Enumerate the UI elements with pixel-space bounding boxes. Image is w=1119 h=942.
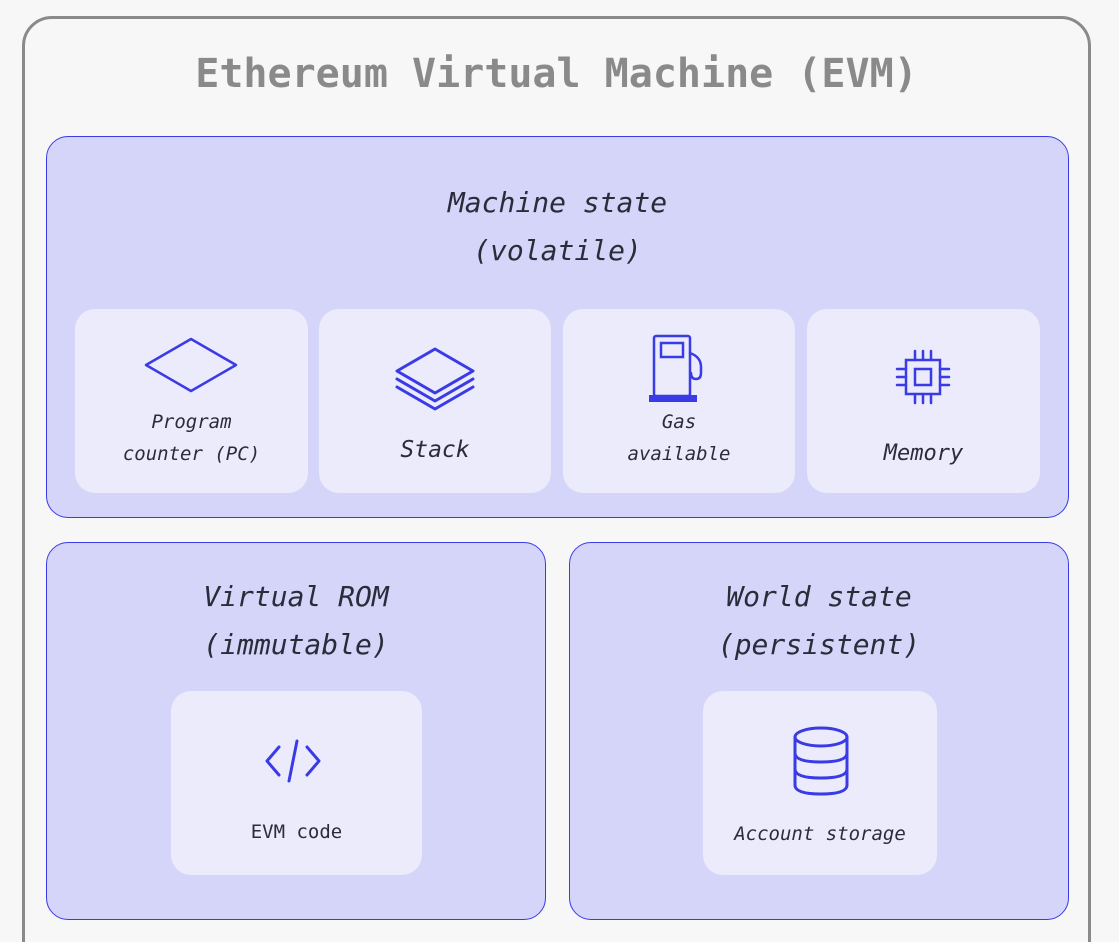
gas-label-line1: Gas bbox=[661, 411, 697, 433]
chip-icon bbox=[893, 347, 953, 407]
evm-code-label: EVM code bbox=[250, 821, 343, 843]
account-storage-label: Account storage bbox=[734, 823, 906, 845]
gas-pump-icon bbox=[649, 333, 709, 403]
account-storage-card: Account storage bbox=[703, 691, 937, 875]
gas-available-card: Gas available bbox=[563, 309, 795, 493]
virtual-rom-title: Virtual ROM bbox=[203, 580, 389, 613]
evm-code-card: EVM code bbox=[171, 691, 422, 875]
machine-state-subtitle: (volatile) bbox=[473, 234, 642, 267]
world-state-section: World state (persistent) Account storage bbox=[569, 542, 1069, 920]
layers-icon bbox=[391, 343, 479, 413]
program-counter-label-line1: Program bbox=[151, 411, 232, 433]
database-icon bbox=[791, 725, 851, 797]
memory-card: Memory bbox=[807, 309, 1040, 493]
machine-state-title: Machine state bbox=[447, 186, 668, 219]
diamond-icon bbox=[144, 337, 238, 393]
virtual-rom-subtitle: (immutable) bbox=[203, 628, 389, 661]
program-counter-card: Program counter (PC) bbox=[75, 309, 308, 493]
world-state-title: World state bbox=[726, 580, 912, 613]
diagram-title: Ethereum Virtual Machine (EVM) bbox=[195, 51, 918, 97]
code-icon bbox=[263, 737, 323, 785]
stack-card: Stack bbox=[319, 309, 551, 493]
world-state-subtitle: (persistent) bbox=[717, 628, 921, 661]
memory-label: Memory bbox=[883, 441, 964, 466]
program-counter-label-line2: counter (PC) bbox=[122, 443, 261, 465]
gas-label-line2: available bbox=[627, 443, 731, 465]
stack-label: Stack bbox=[400, 437, 470, 463]
machine-state-section: Machine state (volatile) Program counter… bbox=[46, 136, 1069, 518]
virtual-rom-section: Virtual ROM (immutable) EVM code bbox=[46, 542, 546, 920]
